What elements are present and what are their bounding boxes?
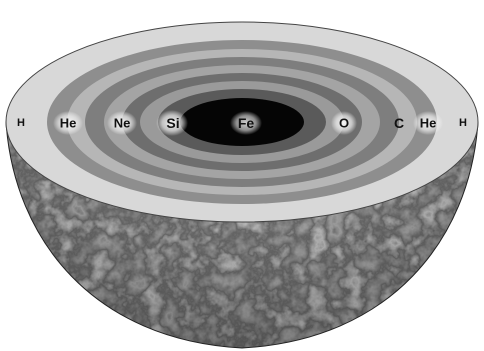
label-h-right: H — [459, 117, 467, 129]
label-o: O — [339, 116, 349, 131]
label-he-right: He — [420, 116, 437, 131]
label-h-left: H — [17, 117, 25, 129]
label-fe: Fe — [238, 115, 255, 131]
label-si: Si — [166, 115, 179, 131]
label-ne: Ne — [114, 116, 131, 131]
label-he-left: He — [60, 116, 77, 131]
label-c: C — [394, 115, 404, 131]
